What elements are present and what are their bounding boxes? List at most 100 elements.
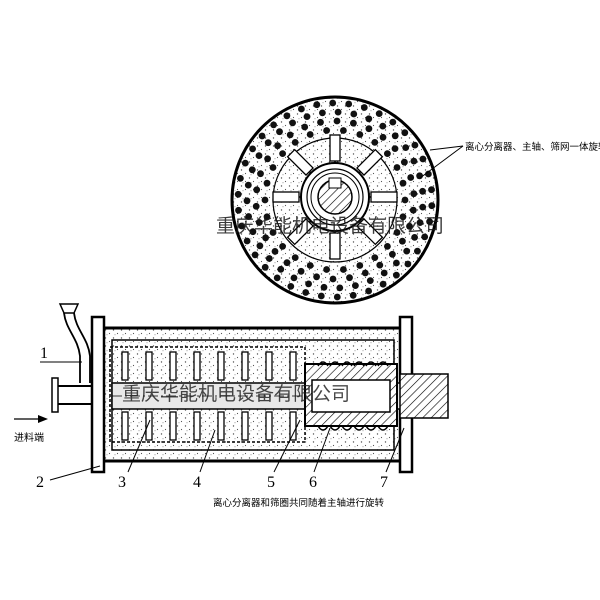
screen-perforations: [234, 99, 436, 301]
perforation-hole: [305, 280, 312, 288]
side-blade: [121, 351, 129, 381]
perforation-hole: [349, 291, 357, 299]
side-blade: [169, 351, 177, 381]
perforation-hole: [391, 145, 399, 153]
perforation-hole: [350, 110, 358, 118]
perforation-hole: [273, 274, 281, 282]
perforation-hole: [384, 150, 391, 158]
perforation-hole: [389, 118, 397, 126]
perforation-hole: [419, 187, 426, 195]
perforation-hole: [334, 108, 342, 116]
perforation-hole: [365, 115, 373, 123]
perforation-hole: [393, 164, 401, 171]
perforation-hole: [256, 242, 264, 250]
perforation-hole: [379, 122, 387, 130]
perforation-hole: [237, 175, 244, 182]
leader-line: [49, 465, 101, 481]
side-blades: [121, 351, 297, 441]
perforation-hole: [255, 219, 263, 226]
perforation-hole: [277, 265, 285, 273]
perforation-hole: [366, 277, 374, 284]
perforation-hole: [410, 190, 418, 198]
longitudinal-view: 进料端 1 2 3 4 5 6 7 离心分离器和筛圈共同随着主轴进行旋转: [14, 303, 449, 509]
perforation-hole: [401, 129, 409, 137]
perforation-hole: [345, 100, 353, 108]
part-label-4: 4: [193, 474, 201, 491]
shaft-key: [328, 177, 342, 189]
hub-ring: [306, 168, 364, 226]
perforation-hole: [302, 289, 310, 296]
perforation-hole: [401, 158, 408, 166]
perforation-hole: [243, 237, 251, 245]
perforation-hole: [306, 131, 314, 138]
perforation-hole: [352, 282, 359, 289]
perforation-hole: [371, 139, 379, 146]
perforation-hole: [279, 150, 286, 158]
perforation-hole: [269, 229, 277, 236]
perforation-hole: [393, 229, 401, 236]
perforation-hole: [255, 152, 263, 160]
perforation-hole: [371, 254, 379, 261]
perforation-hole: [290, 274, 298, 282]
perforation-hole: [313, 273, 320, 281]
side-blade: [289, 351, 297, 381]
bearing-coil: [317, 361, 329, 367]
perforation-hole: [303, 113, 311, 120]
flange-left: [90, 315, 106, 474]
perforation-hole: [414, 247, 421, 255]
perforation-hole: [379, 133, 387, 141]
perforation-hole: [263, 213, 271, 221]
perforation-hole: [248, 166, 256, 174]
bearing-coil: [377, 361, 389, 367]
perforation-hole: [287, 283, 295, 290]
perforation-hole: [291, 139, 299, 146]
perforation-hole: [317, 292, 325, 300]
perforation-hole: [421, 233, 429, 241]
side-blade: [217, 351, 225, 381]
perforation-hole: [319, 109, 326, 117]
perforation-hole: [264, 139, 272, 147]
part-labels: 1 2 3 4 5 6 7: [36, 345, 388, 491]
perforation-hole: [365, 287, 372, 295]
bearing-coil: [341, 425, 353, 431]
perforation-hole: [298, 105, 305, 113]
part-label-5: 5: [267, 474, 275, 491]
bearing-coil: [341, 361, 353, 367]
perforation-hole: [419, 155, 427, 163]
bottom-caption: 离心分离器和筛圈共同随着主轴进行旋转: [213, 497, 385, 509]
leader-line: [313, 427, 331, 473]
perforation-hole: [399, 179, 407, 187]
side-blade: [289, 411, 297, 441]
perforation-hole: [399, 237, 406, 245]
part-label-2: 2: [36, 474, 44, 491]
perforation-hole: [329, 275, 337, 283]
perforation-hole: [411, 141, 419, 149]
perforation-hole: [340, 266, 347, 273]
feed-pipe-flange: [51, 377, 59, 413]
bearing-coil: [365, 361, 377, 367]
perforation-hole: [271, 248, 279, 255]
side-blade: [193, 411, 201, 441]
leader-line: [127, 419, 151, 473]
perforation-hole: [291, 254, 299, 261]
perforation-hole: [428, 186, 435, 194]
perforation-hole: [333, 293, 341, 301]
perforation-hole: [261, 196, 269, 204]
perforation-hole: [269, 164, 277, 171]
bearing-bore: [311, 379, 391, 413]
perforation-hole: [243, 197, 251, 205]
perforation-hole: [393, 271, 400, 279]
side-blade: [169, 411, 177, 441]
perforation-hole: [283, 259, 291, 267]
perforation-hole: [403, 247, 411, 255]
perforation-hole: [384, 243, 391, 250]
bearing-coil: [353, 425, 365, 431]
perforation-hole: [350, 119, 357, 127]
perforation-hole: [301, 123, 309, 131]
perforation-hole: [333, 117, 341, 125]
perforation-hole: [410, 157, 418, 165]
perforation-hole: [356, 131, 364, 138]
watermark-top: 重庆华能机电设备有限公司: [216, 215, 444, 237]
perforation-hole: [286, 131, 294, 139]
